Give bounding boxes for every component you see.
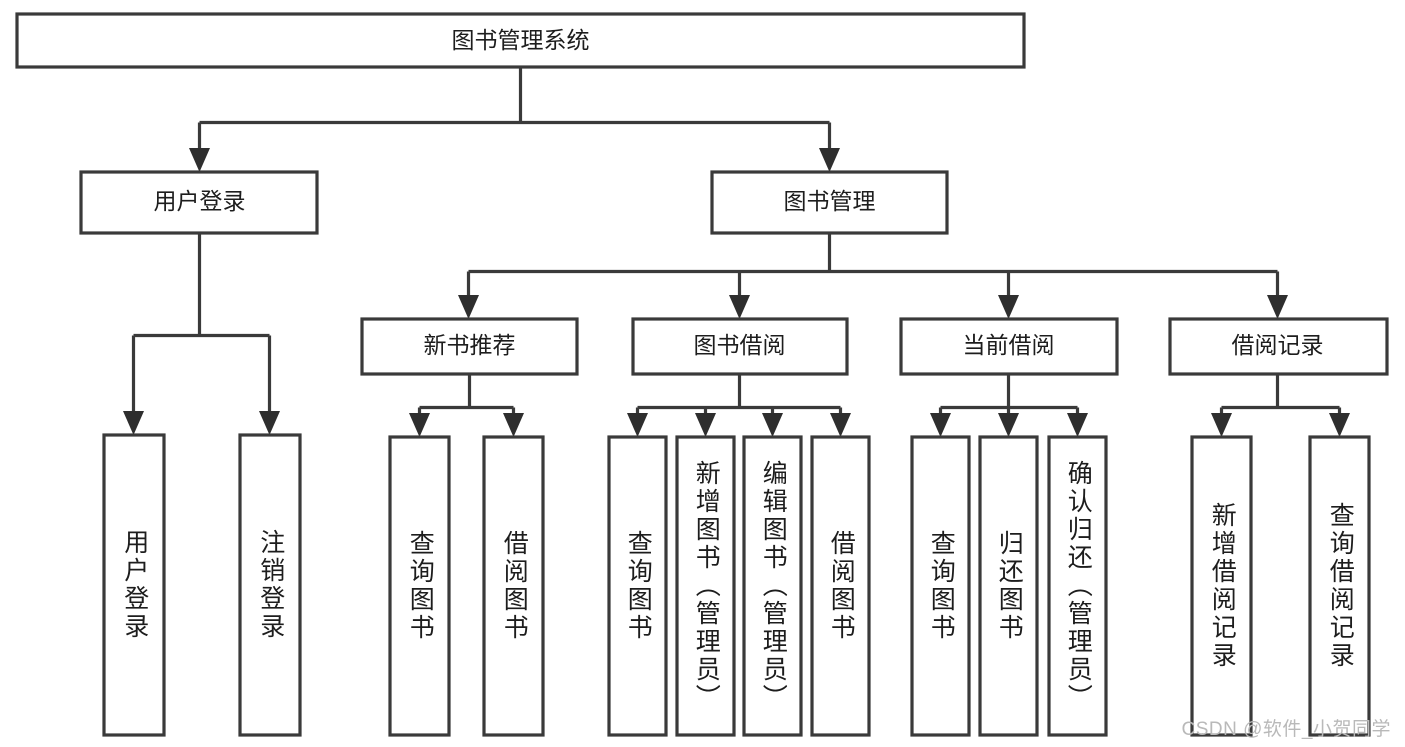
arrowhead-nb-leaf-1: [409, 413, 430, 437]
leaf-box-user-login-2[interactable]: [238, 433, 302, 737]
leaf-box-book-borrow-4[interactable]: [810, 435, 871, 737]
leaf-box-current-borrow-2[interactable]: [978, 435, 1039, 737]
node-borrow-records-label: 借阅记录: [1232, 332, 1324, 358]
arrowhead-current-borrow: [998, 295, 1019, 319]
leaf-box-new-book-2[interactable]: [482, 435, 545, 737]
arrowhead-user-login: [189, 148, 210, 172]
watermark-text: CSDN @软件_小贺同学: [1181, 719, 1391, 740]
leaf-box-user-login-1[interactable]: [102, 433, 166, 737]
arrowhead-book-borrow: [729, 295, 750, 319]
arrowhead-cb-leaf-1: [930, 413, 951, 437]
leaf-box-book-borrow-2[interactable]: [675, 435, 736, 737]
leaf-box-book-borrow-1[interactable]: [607, 435, 668, 737]
node-user-login-box[interactable]: [79, 170, 319, 235]
arrowhead-layer: [123, 148, 1350, 437]
leaf-box-new-book-1[interactable]: [388, 435, 451, 737]
leaf-box-current-borrow-3[interactable]: [1047, 435, 1108, 737]
arrowhead-cb-leaf-2: [998, 413, 1019, 437]
arrowhead-bb-leaf-1: [627, 413, 648, 437]
arrowhead-bb-leaf-3: [762, 413, 783, 437]
arrowhead-book-manage: [819, 148, 840, 172]
node-book-borrow-box[interactable]: [631, 317, 849, 376]
node-book-manage-box[interactable]: [710, 170, 949, 235]
arrowhead-bb-leaf-2: [695, 413, 716, 437]
arrowhead-br-leaf-1: [1211, 413, 1232, 437]
arrowhead-borrow-records: [1267, 295, 1288, 319]
node-book-manage-label: 图书管理: [784, 188, 876, 214]
arrowhead-leaf-user-login: [123, 411, 144, 435]
node-current-borrow-box[interactable]: [899, 317, 1119, 376]
leaf-box-book-borrow-3[interactable]: [742, 435, 803, 737]
arrowhead-bb-leaf-4: [830, 413, 851, 437]
arrowhead-nb-leaf-2: [503, 413, 524, 437]
node-book-borrow-label: 图书借阅: [694, 332, 786, 358]
node-root-label: 图书管理系统: [452, 27, 590, 53]
leaf-box-current-borrow-1[interactable]: [910, 435, 971, 737]
node-borrow-records-box[interactable]: [1168, 317, 1389, 376]
arrowhead-br-leaf-2: [1329, 413, 1350, 437]
arrowhead-new-book: [458, 295, 479, 319]
arrowhead-cb-leaf-3: [1067, 413, 1088, 437]
leaf-box-borrow-records-1[interactable]: [1190, 435, 1253, 737]
leaf-box-borrow-records-2[interactable]: [1308, 435, 1371, 737]
node-root-box[interactable]: [15, 12, 1026, 69]
node-new-book-label: 新书推荐: [424, 332, 516, 358]
node-new-book-box[interactable]: [360, 317, 579, 376]
node-current-borrow-label: 当前借阅: [963, 332, 1055, 358]
arrowhead-leaf-logout: [259, 411, 280, 435]
node-user-login-label: 用户登录: [154, 188, 246, 214]
node-layer: 图书管理系统 用户登录 图书管理 新书推荐 图书借阅 当前借阅 借阅记录: [15, 12, 1389, 737]
